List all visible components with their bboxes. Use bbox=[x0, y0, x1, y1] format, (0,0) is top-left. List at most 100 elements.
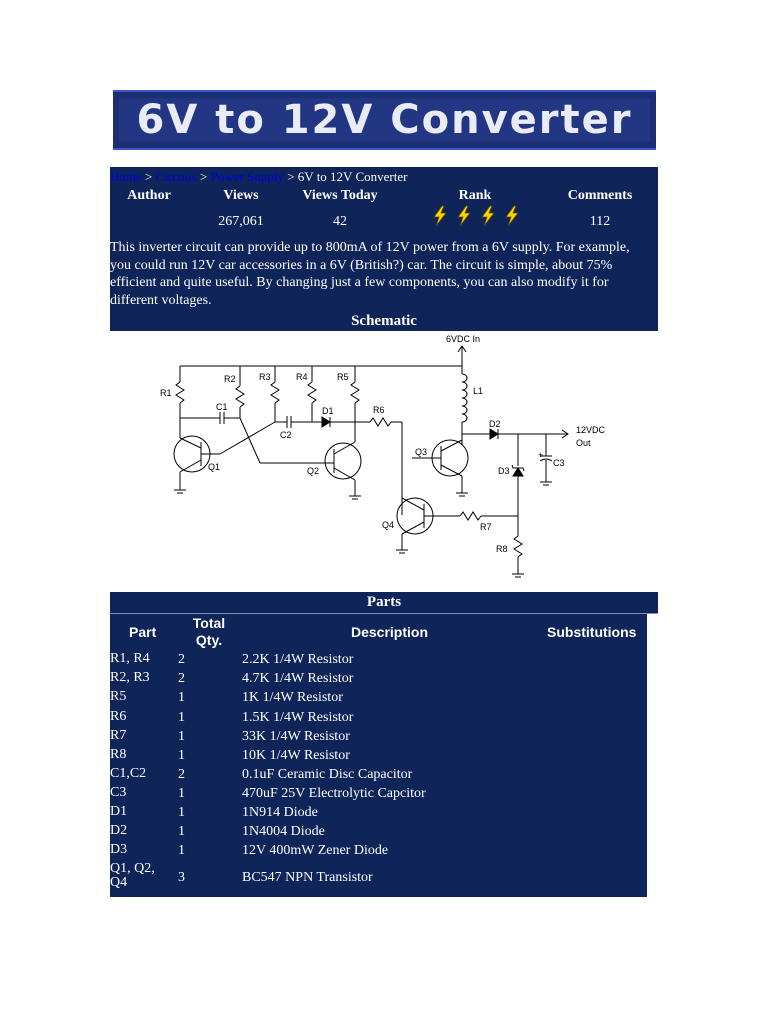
circuit-schematic: 6VDC In R1 C1 R2 Q1 R3 C2 R4 D1 bbox=[160, 334, 606, 578]
part-cell: D2 bbox=[110, 823, 128, 838]
vout-label: 12VDC bbox=[576, 425, 606, 435]
description-cell: BC547 NPN Transistor bbox=[242, 870, 373, 885]
qty-cell: 1 bbox=[178, 748, 185, 763]
Q2-label: Q2 bbox=[307, 466, 319, 476]
parts-table: Part Total Qty. Description Substitution… bbox=[110, 614, 647, 897]
rank-rating bbox=[430, 205, 522, 227]
description-cell: 1N914 Diode bbox=[242, 805, 318, 820]
breadcrumb: Home > Circuits > Power Supply > 6V to 1… bbox=[110, 169, 407, 185]
R6-label: R6 bbox=[373, 405, 385, 415]
vin-label: 6VDC In bbox=[446, 334, 480, 344]
R8-resistor bbox=[513, 535, 523, 558]
description-cell: 33K 1/4W Resistor bbox=[242, 729, 350, 744]
qty-cell: 1 bbox=[178, 729, 185, 744]
D3-label: D3 bbox=[498, 466, 510, 476]
breadcrumb-circuits-link[interactable]: Circuits bbox=[155, 169, 197, 184]
part-cell: R8 bbox=[110, 747, 127, 762]
part-cell: R6 bbox=[110, 709, 127, 724]
breadcrumb-power-supply-link[interactable]: Power Supply bbox=[210, 169, 284, 184]
part-cell: C1,C2 bbox=[110, 766, 147, 781]
part-cell: C3 bbox=[110, 785, 127, 800]
breadcrumb-separator: > bbox=[287, 169, 295, 184]
D2-label: D2 bbox=[489, 419, 501, 429]
views-value: 267,061 bbox=[218, 214, 264, 229]
views-today-value: 42 bbox=[333, 214, 347, 229]
description-column-header: Description bbox=[351, 624, 429, 640]
D3-zener bbox=[512, 467, 524, 477]
parts-heading: Parts bbox=[110, 592, 658, 614]
Q2-transistor bbox=[324, 442, 362, 480]
R2-label: R2 bbox=[224, 374, 236, 384]
C3-label: C3 bbox=[553, 458, 565, 468]
qty-header-line1: Total bbox=[192, 615, 226, 631]
R5-label: R5 bbox=[337, 372, 349, 382]
qty-cell: 2 bbox=[178, 671, 185, 686]
part-cell: R5 bbox=[110, 689, 127, 704]
R8-label: R8 bbox=[496, 544, 508, 554]
breadcrumb-separator: > bbox=[145, 169, 153, 184]
D1-diode bbox=[321, 416, 331, 428]
description-cell: 470uF 25V Electrolytic Capcitor bbox=[242, 786, 426, 801]
lightning-bolt-icon bbox=[457, 205, 471, 227]
R7-resistor bbox=[459, 511, 482, 521]
R5-resistor bbox=[350, 381, 360, 404]
qty-cell: 1 bbox=[178, 710, 185, 725]
substitutions-column-header: Substitutions bbox=[547, 624, 637, 640]
part-cell: D1 bbox=[110, 804, 128, 819]
qty-column-header: Total Qty. bbox=[182, 615, 236, 649]
L1-label: L1 bbox=[473, 386, 483, 396]
R3-label: R3 bbox=[259, 372, 271, 382]
description-cell: 0.1uF Ceramic Disc Capacitor bbox=[242, 767, 413, 782]
part-column-header: Part bbox=[129, 624, 157, 640]
R4-resistor bbox=[307, 381, 317, 404]
description-cell: 1N4004 Diode bbox=[242, 824, 325, 839]
R6-resistor bbox=[369, 417, 392, 427]
qty-cell: 1 bbox=[178, 690, 185, 705]
parts-header-row: Part Total Qty. Description Substitution… bbox=[110, 614, 647, 652]
part-cell: R1, R4 bbox=[110, 651, 150, 666]
lightning-bolt-icon bbox=[505, 205, 519, 227]
qty-header-line2: Qty. bbox=[195, 632, 223, 648]
qty-cell: 3 bbox=[178, 870, 185, 885]
qty-cell: 1 bbox=[178, 786, 185, 801]
intro-text: This inverter circuit can provide up to … bbox=[110, 240, 630, 308]
comments-header: Comments bbox=[567, 188, 633, 203]
vin-arrow bbox=[457, 345, 467, 353]
lightning-bolt-icon bbox=[433, 205, 447, 227]
Q4-label: Q4 bbox=[382, 520, 394, 530]
description-cell: 2.2K 1/4W Resistor bbox=[242, 652, 354, 667]
qty-cell: 1 bbox=[178, 843, 185, 858]
page-banner: 6V to 12V Converter bbox=[113, 90, 656, 150]
Q3-label: Q3 bbox=[415, 447, 427, 457]
views-today-header: Views Today bbox=[302, 188, 378, 203]
C2-label: C2 bbox=[280, 430, 292, 440]
qty-cell: 1 bbox=[178, 805, 185, 820]
description-cell: 1.5K 1/4W Resistor bbox=[242, 710, 354, 725]
description-cell: 4.7K 1/4W Resistor bbox=[242, 671, 354, 686]
C1-label: C1 bbox=[216, 402, 228, 412]
svg-text:+: + bbox=[538, 450, 543, 460]
rank-header: Rank bbox=[458, 188, 492, 203]
lightning-bolt-icon bbox=[481, 205, 495, 227]
Q4-transistor bbox=[396, 497, 434, 535]
description-cell: 12V 400mW Zener Diode bbox=[242, 843, 389, 858]
qty-cell: 2 bbox=[178, 767, 185, 782]
R2-resistor bbox=[235, 385, 245, 408]
D2-diode bbox=[489, 428, 499, 440]
breadcrumb-home-link[interactable]: Home bbox=[110, 169, 142, 184]
views-header: Views bbox=[223, 188, 259, 203]
schematic-heading: Schematic bbox=[110, 311, 658, 331]
L1-inductor bbox=[461, 373, 468, 423]
R3-resistor bbox=[270, 381, 280, 404]
breadcrumb-current: 6V to 12V Converter bbox=[297, 169, 408, 184]
qty-cell: 1 bbox=[178, 824, 185, 839]
comments-value[interactable]: 112 bbox=[589, 214, 611, 229]
R1-label: R1 bbox=[160, 388, 172, 398]
part-cell: R7 bbox=[110, 728, 127, 743]
author-header: Author bbox=[127, 188, 171, 203]
R7-label: R7 bbox=[480, 522, 492, 532]
qty-cell: 2 bbox=[178, 652, 185, 667]
banner-inner: 6V to 12V Converter bbox=[119, 97, 650, 143]
R1-resistor bbox=[175, 381, 185, 404]
vout-out-label: Out bbox=[576, 438, 591, 448]
